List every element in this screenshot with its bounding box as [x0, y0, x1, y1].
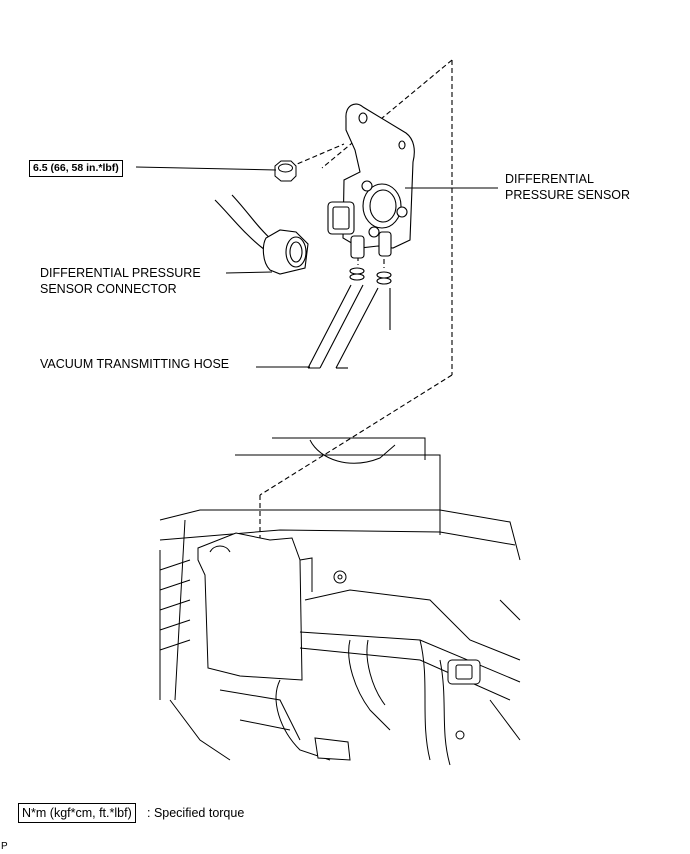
- hose-clips: [349, 267, 392, 285]
- connector-label: DIFFERENTIAL PRESSURE SENSOR CONNECTOR: [40, 265, 201, 297]
- torque-spec-box: 6.5 (66, 58 in.*lbf): [29, 160, 123, 177]
- nut: [274, 160, 297, 182]
- sensor-label-line2: PRESSURE SENSOR: [505, 188, 631, 202]
- sensor-label-line1: DIFFERENTIAL: [505, 172, 594, 186]
- torque-unit-box: N*m (kgf*cm, ft.*lbf): [18, 803, 136, 823]
- differential-pressure-sensor: [327, 103, 415, 259]
- connector-label-line1: DIFFERENTIAL PRESSURE: [40, 266, 201, 280]
- hose-label: VACUUM TRANSMITTING HOSE: [40, 357, 230, 371]
- sensor-connector: [214, 194, 309, 275]
- connector-label-line2: SENSOR CONNECTOR: [40, 282, 177, 296]
- leader-lines: [135, 166, 498, 368]
- vacuum-hoses: [307, 284, 391, 369]
- torque-legend-description: : Specified torque: [147, 806, 245, 820]
- corner-mark: P: [1, 841, 8, 852]
- sensor-label: DIFFERENTIAL PRESSURE SENSOR: [505, 171, 630, 203]
- engine-compartment: [159, 437, 521, 766]
